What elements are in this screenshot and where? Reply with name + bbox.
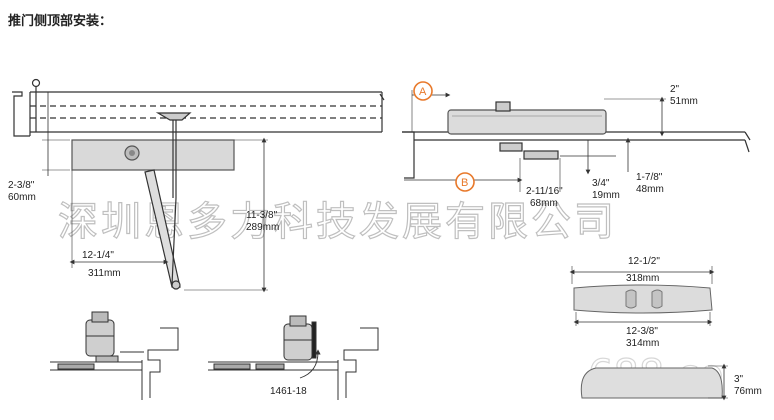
install-section-with-bracket — [208, 315, 379, 400]
dim-60mm: 60mm — [8, 192, 36, 203]
dim-2-3-8-in: 2-3/8" — [8, 180, 35, 191]
dim-311mm: 311mm — [88, 268, 121, 279]
side-section-view — [402, 90, 751, 192]
marker-a-badge — [413, 81, 433, 101]
front-elevation-view — [12, 78, 385, 293]
cover-dim-318mm: 318mm — [626, 273, 659, 284]
dim-68mm: 68mm — [530, 198, 558, 209]
watermark-text: 深圳恩多力科技发展有限公司 — [58, 199, 617, 245]
dim-11-3-8-in: 11-3/8" — [246, 210, 278, 221]
cover-dim-12-3-8-in: 12-3/8" — [626, 326, 658, 337]
cover-side-view — [580, 363, 728, 401]
page-heading: 推门侧顶部安装： — [8, 14, 113, 29]
dim-289mm: 289mm — [246, 222, 279, 233]
marker-b-badge — [455, 172, 475, 192]
dim-2in: 2" — [670, 84, 680, 95]
dim-2-11-16-in: 2-11/16" — [526, 186, 563, 197]
install-section-standard — [50, 311, 179, 400]
dim-12-1-4-in: 12-1/4" — [82, 250, 114, 261]
marker-a-label: A — [419, 86, 427, 98]
cover-dim-76mm: 76mm — [734, 386, 762, 397]
dim-51mm: 51mm — [670, 96, 698, 107]
marker-b-label: B — [461, 177, 468, 189]
cover-top-view — [569, 266, 715, 326]
bracket-part-number: 1461-18 — [270, 386, 307, 397]
dim-3-4-in: 3/4" — [592, 178, 610, 189]
cover-dim-12-1-2-in: 12-1/2" — [628, 256, 660, 267]
dim-48mm: 48mm — [636, 184, 664, 195]
dim-19mm: 19mm — [592, 190, 620, 201]
cover-dim-3in: 3" — [734, 374, 744, 385]
cover-dim-314mm: 314mm — [626, 338, 659, 349]
dim-1-7-8-in: 1-7/8" — [636, 172, 663, 183]
